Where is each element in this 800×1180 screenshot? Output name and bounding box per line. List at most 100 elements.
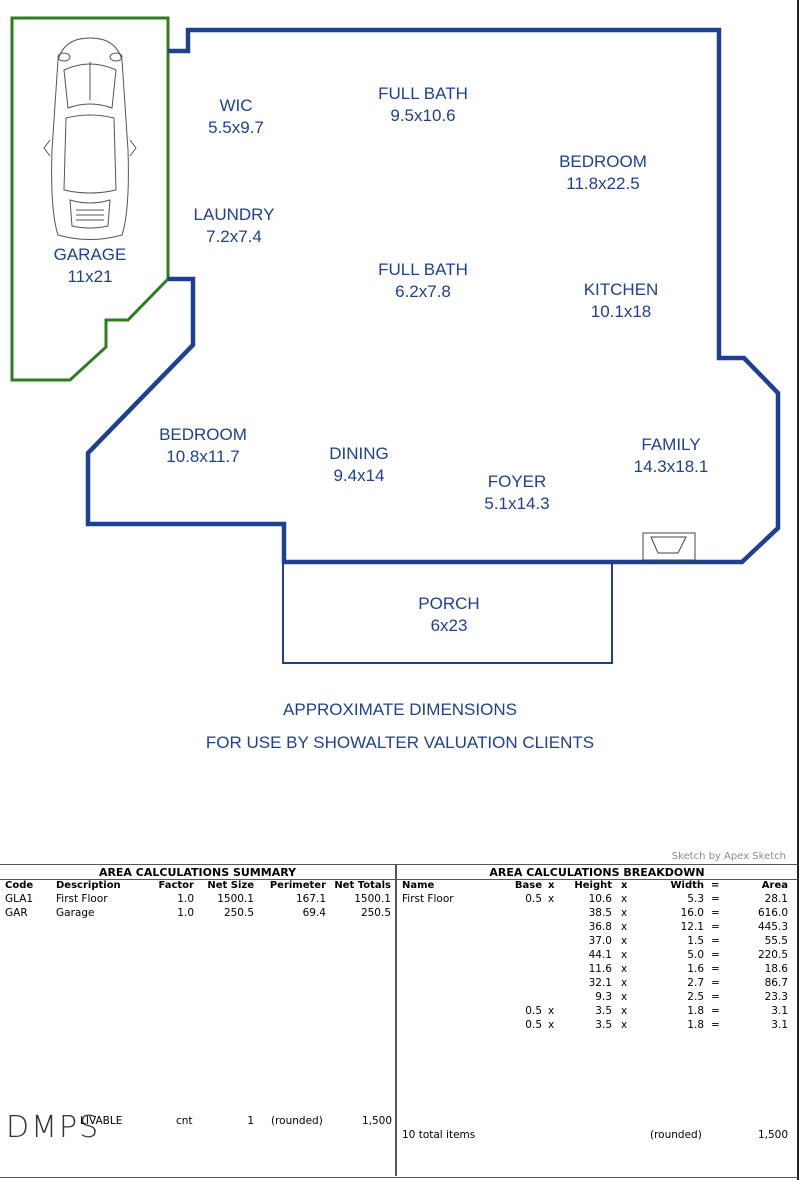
breakdown-base: 0.5 [525, 1019, 542, 1031]
summary-perimeter: 167.1 [295, 893, 326, 905]
breakdown-width: 1.8 [687, 1019, 704, 1031]
room-dims: 9.4x14 [333, 466, 385, 485]
breakdown-base: 0.5 [525, 893, 542, 905]
summary-factor: 1.0 [177, 893, 194, 905]
room-name: BEDROOM [159, 425, 247, 444]
breakdown-area: 616.0 [757, 907, 788, 919]
col-code: Code [5, 880, 34, 891]
summary-footer-count: 1 [247, 1115, 254, 1127]
breakdown-x: x [621, 991, 628, 1003]
breakdown-x: x [548, 1019, 555, 1031]
breakdown-eq: = [711, 977, 720, 989]
breakdown-width: 1.6 [687, 963, 704, 975]
breakdown-x: x [621, 1005, 628, 1017]
room-dining: DINING 9.4x14 [329, 443, 389, 487]
breakdown-height: 32.1 [588, 977, 612, 989]
breakdown-height: 37.0 [588, 935, 612, 947]
breakdown-rounded: (rounded) [650, 1129, 702, 1141]
breakdown-height: 11.6 [588, 963, 612, 975]
breakdown-area: 445.3 [757, 921, 788, 933]
breakdown-x: x [621, 949, 628, 961]
col-width: Width [670, 880, 704, 891]
col-factor: Factor [158, 880, 194, 891]
room-full-bath-2: FULL BATH 6.2x7.8 [378, 259, 468, 303]
room-dims: 5.1x14.3 [484, 494, 550, 513]
breakdown-area: 18.6 [764, 963, 788, 975]
breakdown-area: 23.3 [764, 991, 788, 1003]
breakdown-width: 12.1 [680, 921, 704, 933]
summary-net-totals: 250.5 [360, 907, 391, 919]
summary-description: Garage [56, 907, 95, 919]
room-dims: 10.1x18 [590, 302, 652, 321]
breakdown-x: x [548, 1005, 555, 1017]
summary-title: AREA CALCULATIONS SUMMARY [98, 866, 297, 879]
summary-code: GAR [5, 907, 28, 919]
room-name: KITCHEN [583, 280, 659, 299]
room-family: FAMILY 14.3x18.1 [634, 434, 709, 478]
room-dims: 6.2x7.8 [395, 282, 451, 301]
breakdown-width: 2.5 [687, 991, 704, 1003]
col-x1: x [548, 880, 555, 891]
breakdown-x: x [621, 1019, 628, 1031]
room-laundry: LAUNDRY 7.2x7.4 [194, 204, 275, 248]
breakdown-height: 9.3 [595, 991, 612, 1003]
room-dims: 11x21 [67, 267, 113, 286]
header-divider [0, 879, 798, 880]
room-dims: 7.2x7.4 [206, 227, 262, 246]
room-name: BEDROOM [559, 152, 647, 171]
col-name: Name [402, 880, 435, 891]
porch-outline [282, 563, 613, 664]
breakdown-width: 16.0 [680, 907, 704, 919]
room-name: FULL BATH [378, 260, 468, 279]
room-garage: GARAGE 11x21 [54, 244, 127, 288]
breakdown-height: 38.5 [588, 907, 612, 919]
breakdown-x: x [548, 893, 555, 905]
breakdown-width: 1.8 [687, 1005, 704, 1017]
col-eq: = [711, 880, 720, 891]
breakdown-height: 3.5 [595, 1005, 612, 1017]
col-height: Height [574, 880, 612, 891]
breakdown-eq: = [711, 949, 720, 961]
summary-footer-unit: cnt [176, 1115, 193, 1127]
living-area-outline [85, 27, 781, 565]
sketch-credit: Sketch by Apex Sketch [671, 851, 786, 862]
breakdown-eq: = [711, 1019, 720, 1031]
breakdown-height: 3.5 [595, 1019, 612, 1031]
breakdown-title: AREA CALCULATIONS BREAKDOWN [489, 866, 705, 879]
breakdown-x: x [621, 935, 628, 947]
room-name: LAUNDRY [193, 205, 275, 224]
room-kitchen: KITCHEN 10.1x18 [584, 279, 659, 323]
summary-net-size: 1500.1 [217, 893, 254, 905]
breakdown-eq: = [711, 1005, 720, 1017]
caption-clients: FOR USE BY SHOWALTER VALUATION CLIENTS [205, 733, 595, 752]
fireplace-icon [642, 532, 696, 561]
breakdown-eq: = [711, 893, 720, 905]
breakdown-width: 2.7 [687, 977, 704, 989]
room-name: GARAGE [53, 245, 127, 264]
summary-net-totals: 1500.1 [354, 893, 391, 905]
col-net-totals: Net Totals [334, 880, 391, 891]
breakdown-width: 5.0 [687, 949, 704, 961]
room-dims: 10.8x11.7 [166, 447, 240, 466]
room-full-bath-1: FULL BATH 9.5x10.6 [378, 83, 468, 127]
breakdown-area: 220.5 [757, 949, 788, 961]
summary-code: GLA1 [5, 893, 34, 905]
breakdown-name: First Floor [402, 893, 454, 905]
area-calculations-box [0, 864, 798, 1178]
breakdown-x: x [621, 977, 628, 989]
room-dims: 14.3x18.1 [633, 457, 709, 476]
breakdown-eq: = [711, 921, 720, 933]
breakdown-base: 0.5 [525, 1005, 542, 1017]
room-dims: 9.5x10.6 [390, 106, 456, 125]
room-name: WIC [219, 96, 253, 115]
room-name: PORCH [418, 594, 480, 613]
room-bedroom-2: BEDROOM 10.8x11.7 [159, 424, 247, 468]
car-icon [43, 37, 137, 240]
breakdown-x: x [621, 907, 628, 919]
breakdown-width: 5.3 [687, 893, 704, 905]
breakdown-height: 10.6 [588, 893, 612, 905]
summary-footer-total: 1,500 [361, 1115, 392, 1127]
breakdown-area: 3.1 [771, 1019, 788, 1031]
breakdown-width: 1.5 [687, 935, 704, 947]
col-description: Description [56, 880, 121, 891]
